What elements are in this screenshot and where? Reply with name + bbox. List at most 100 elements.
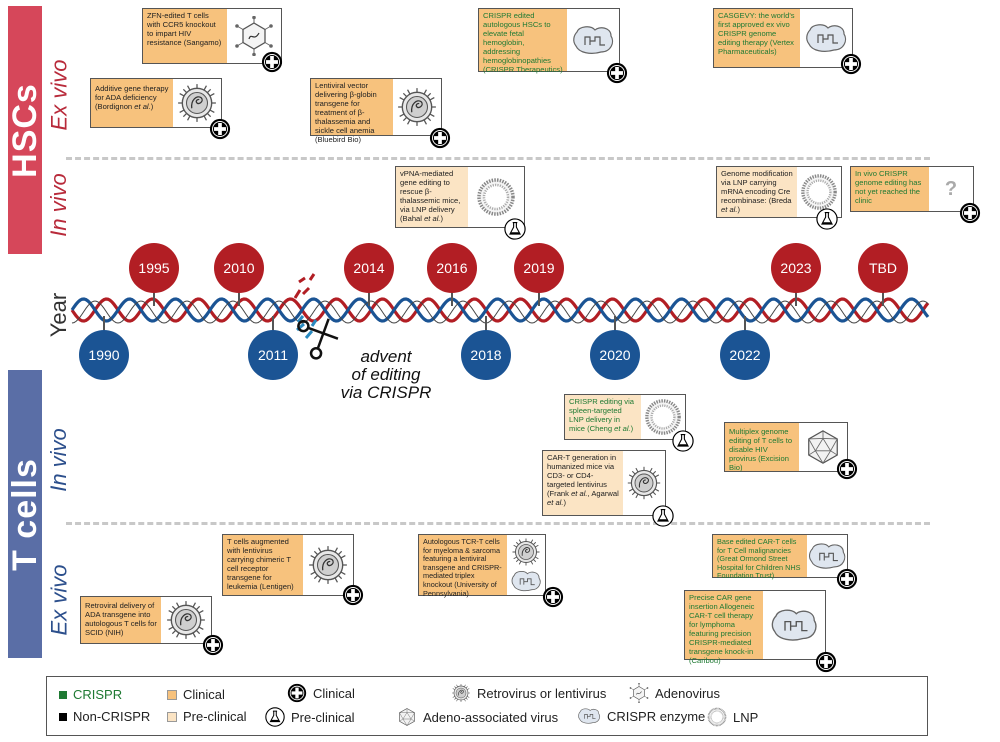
legend-non-crispr-swatch [59, 712, 67, 721]
card-cart-mice-etal-1: et al. [571, 488, 588, 498]
card-lenti-bglobin: Lentiviral vector delivering β-globin tr… [310, 78, 442, 144]
year-node-2018: 2018 [461, 330, 511, 380]
tcell-divider [66, 522, 930, 525]
year-node-2023: 2023 [771, 243, 821, 293]
legend-clinical-swatch [167, 689, 177, 700]
stem-tbd [882, 290, 884, 306]
stem-2014 [368, 290, 370, 306]
legend-crispr-enzyme: CRISPR enzyme [577, 707, 705, 725]
clinical-icon [836, 568, 858, 590]
adenovirus-icon [629, 683, 649, 703]
stem-2022 [744, 316, 746, 332]
card-spleen-main: CRISPR editing via spleen-targeted LNP d… [569, 397, 634, 433]
card-zfn-ccr5: ZFN-edited T cells with CCR5 knockout to… [142, 8, 282, 64]
card-ada-hsc-etal: et al. [134, 101, 151, 111]
card-cart-mice-text: CAR-T generation in humanized mice via C… [543, 451, 623, 515]
card-tcr-t: Autologous TCR-T cells for myeloma & sar… [418, 534, 546, 597]
card-vpna-text: vPNA-mediated gene editing to rescue β-t… [396, 167, 468, 227]
legend-crispr-text: CRISPR [73, 687, 123, 702]
clinical-icon [815, 651, 837, 673]
retrovirus-icon [165, 599, 207, 641]
card-lenti-bglobin-text: Lentiviral vector delivering β-globin tr… [311, 79, 393, 144]
legend-preclinical-fill-text: Pre-clinical [183, 709, 247, 724]
year-node-1990: 1990 [79, 330, 129, 380]
card-cre-main: Genome modification via LNP carrying mRN… [721, 169, 793, 205]
crispr-enzyme-icon [804, 22, 848, 54]
card-spleen-text: CRISPR editing via spleen-targeted LNP d… [565, 395, 641, 439]
legend-clinical-fill-text: Clinical [183, 687, 225, 702]
question-mark-icon: ? [944, 177, 958, 200]
legend-non-crispr-text: Non-CRISPR [73, 709, 151, 724]
clinical-icon [836, 458, 858, 480]
crispr-enzyme-icon [510, 569, 542, 593]
card-cart-mice-mid: , Agarwal [587, 488, 619, 498]
t-cells-section-bar: T cells [6, 370, 44, 658]
stem-2016 [451, 290, 453, 306]
flask-icon [504, 218, 526, 240]
card-caribou: Precise CAR gene insertion Allogeneic CA… [684, 590, 826, 665]
legend-aav: Adeno-associated virus [397, 707, 558, 727]
stem-2018 [485, 316, 487, 332]
advent-of-crispr-label: advent of editing via CRISPR [336, 348, 436, 402]
legend-crispr-enzyme-text: CRISPR enzyme [607, 708, 706, 724]
card-retro-ada-text: Retroviral delivery of ADA transgene int… [81, 597, 161, 643]
legend-clinical-icon-text: Clinical [313, 685, 355, 701]
card-multiplex-hiv: Multiplex genome editing of T cells to d… [724, 422, 848, 472]
advent-line-3: via CRISPR [340, 382, 432, 402]
card-multiplex-text: Multiplex genome editing of T cells to d… [725, 423, 799, 472]
flask-icon [265, 707, 285, 727]
card-vpna: vPNA-mediated gene editing to rescue β-t… [395, 166, 525, 228]
card-cre-lnp: Genome modification via LNP carrying mRN… [716, 166, 842, 218]
legend: CRISPR Non-CRISPR Clinical Pre-clinical … [46, 676, 928, 736]
retrovirus-icon [511, 537, 541, 567]
card-cart-mice-main: CAR-T generation in humanized mice via C… [547, 453, 617, 498]
clinical-icon [959, 202, 981, 224]
card-crispr-hsc-text: CRISPR edited autologous HSCs to elevate… [479, 9, 567, 74]
lnp-icon [800, 173, 838, 211]
clinical-icon [606, 62, 628, 84]
advent-line-2: of editing [351, 364, 421, 384]
card-cart-mice-end: ) [563, 497, 566, 507]
card-vpna-main: vPNA-mediated gene editing to rescue β-t… [400, 169, 461, 223]
lnp-icon [476, 177, 516, 217]
flask-icon [816, 208, 838, 230]
flask-icon [672, 430, 694, 452]
crispr-enzyme-icon [577, 707, 601, 725]
crispr-enzyme-icon [571, 24, 615, 56]
legend-lnp: LNP [707, 707, 758, 727]
retrovirus-icon [451, 683, 471, 703]
stem-1990 [103, 316, 105, 332]
card-ada-hsc-end: ) [150, 101, 154, 111]
card-vpna-end: ) [440, 213, 444, 223]
retrovirus-icon [626, 465, 662, 501]
card-cre-etal: et al. [721, 204, 738, 214]
year-node-2022: 2022 [720, 330, 770, 380]
legend-preclinical-icon-text: Pre-clinical [291, 709, 355, 725]
legend-retrovirus: Retrovirus or lentivirus [451, 683, 606, 703]
year-node-2016: 2016 [427, 243, 477, 293]
year-node-2014: 2014 [344, 243, 394, 293]
card-vpna-etal: et al. [424, 213, 441, 223]
retrovirus-icon [396, 86, 438, 128]
card-cart-mice: CAR-T generation in humanized mice via C… [542, 450, 666, 516]
card-spleen-etal: et al. [614, 423, 631, 433]
legend-lnp-text: LNP [733, 709, 759, 725]
card-crispr-hsc: CRISPR edited autologous HSCs to elevate… [478, 8, 620, 74]
card-invivo-crispr-text: In vivo CRISPR genome editing has not ye… [851, 167, 929, 211]
flask-icon [652, 505, 674, 527]
stem-2011 [272, 316, 274, 332]
year-node-2011: 2011 [248, 330, 298, 380]
stem-2010 [238, 290, 240, 306]
helix-strand-blue [70, 297, 930, 323]
clinical-icon [429, 127, 451, 149]
clinical-icon [342, 584, 364, 606]
helix-strand-red [70, 297, 930, 323]
legend-clinical-fill: Clinical [167, 687, 225, 702]
year-node-2020: 2020 [590, 330, 640, 380]
legend-crispr: CRISPR [59, 687, 122, 702]
card-casgevy-text: CASGEVY: the world's first approved ex v… [714, 9, 800, 67]
card-cart-mice-etal-2: et al. [547, 497, 564, 507]
card-caribou-text: Precise CAR gene insertion Allogeneic CA… [685, 591, 763, 665]
card-cre-end: ) [737, 204, 740, 214]
